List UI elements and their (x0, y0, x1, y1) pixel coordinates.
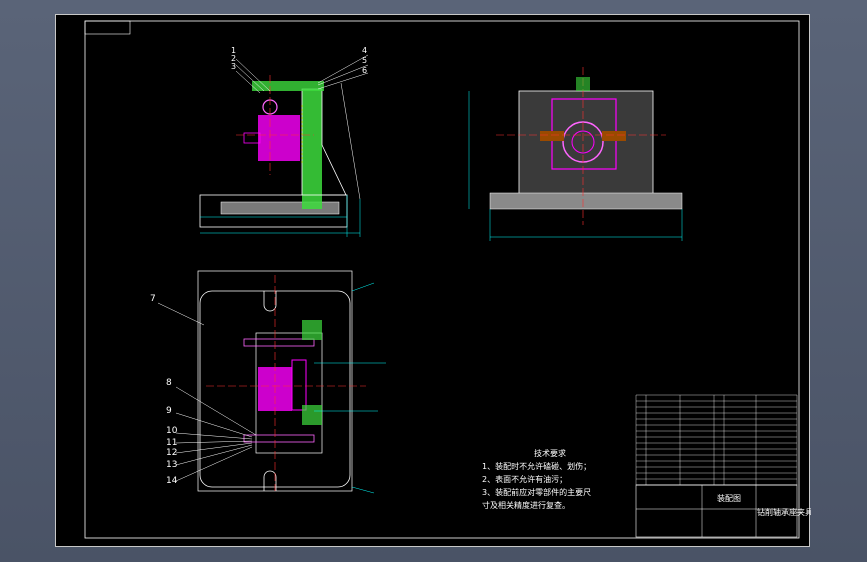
part-number: 13 (166, 460, 177, 470)
part-number: 7 (150, 294, 156, 304)
upright-section (302, 89, 322, 209)
drawing-name: 钻削轴承座夹具 (757, 507, 811, 517)
part-number: 6 (362, 66, 367, 75)
drawing-sheet: 1 2 3 4 5 6 (55, 14, 811, 547)
side-base (489, 192, 683, 210)
drawing-code-box (84, 20, 131, 35)
leader-1 (235, 58, 271, 92)
screw-lower (243, 434, 315, 443)
support-block (291, 359, 307, 411)
workpiece (258, 115, 300, 161)
leader-14 (175, 446, 253, 482)
top-cover (252, 81, 324, 91)
fixture-body (255, 332, 323, 454)
leader-7 (157, 302, 205, 326)
cad-drawing: 1 2 3 4 5 6 (84, 20, 811, 539)
tech-req-line: 2、表面不允许有油污； (482, 474, 567, 484)
tech-requirements: 技术要求 1、装配时不允许磕碰、划伤； 2、表面不允许有油污； 3、装配前应对零… (482, 448, 591, 510)
part-number: 11 (166, 438, 177, 448)
part-number: 1 (231, 46, 236, 55)
part-number: 10 (166, 426, 178, 436)
drill-bushing (576, 77, 590, 91)
part-number: 3 (231, 62, 236, 71)
part-number: 2 (231, 54, 236, 63)
part-number: 14 (166, 476, 178, 486)
parts-list (635, 394, 798, 486)
side-screw (243, 132, 261, 144)
drawing-type: 装配图 (717, 493, 741, 503)
part-number: 8 (166, 378, 172, 388)
tech-req-line: 1、装配时不允许磕碰、划伤； (482, 461, 591, 471)
u-slot-bottom (263, 470, 277, 491)
leader-11 (175, 440, 253, 444)
leader-6 (317, 72, 369, 90)
left-clamp (540, 131, 564, 141)
part-number: 12 (166, 448, 177, 458)
housing (518, 90, 654, 196)
right-clamp (602, 131, 626, 141)
clamp-plate-top (302, 320, 322, 340)
dim-leader (340, 82, 361, 200)
part-number: 5 (362, 56, 367, 65)
leader-13 (175, 444, 253, 466)
dim-plan-4 (351, 486, 375, 494)
tech-req-title: 技术要求 (534, 448, 566, 458)
leader-8 (175, 386, 257, 436)
tech-req-line: 3、装配前应对零部件的主要尺 (482, 487, 591, 497)
dim-plan-3 (351, 282, 375, 292)
leader-10 (175, 432, 253, 440)
screw-upper (243, 338, 315, 347)
leader-9 (175, 412, 253, 438)
leader-5 (317, 64, 369, 86)
title-block: 装配图 钻削轴承座夹具 (635, 484, 811, 538)
side-view (468, 67, 683, 241)
part-number: 9 (166, 406, 172, 416)
tech-req-line: 寸及相关精度进行复查。 (482, 500, 570, 510)
u-slot-top (263, 291, 277, 312)
front-view: 1 2 3 4 5 6 (199, 46, 369, 237)
leader-12 (175, 442, 253, 454)
plan-view: 7 8 9 10 11 12 13 14 (150, 270, 386, 494)
clamp-plate-bottom (302, 405, 322, 425)
part-number: 4 (362, 46, 367, 55)
bearing-inner (571, 130, 595, 154)
leader-3 (235, 70, 261, 94)
title-block-frame (635, 484, 798, 538)
inner-border (84, 20, 800, 539)
leader-2 (235, 64, 265, 92)
leader-4 (317, 54, 369, 84)
